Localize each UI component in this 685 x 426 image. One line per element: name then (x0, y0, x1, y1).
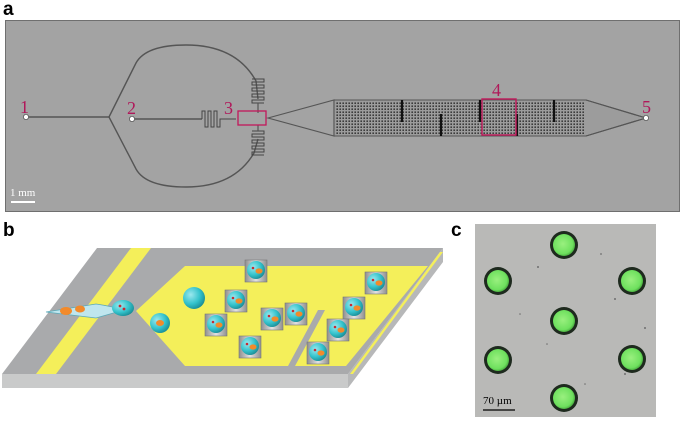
port-label-4: 4 (492, 80, 501, 100)
port-label-5: 5 (642, 97, 651, 117)
cell-in-channel-1 (60, 307, 72, 315)
panel-c-letter: c (451, 220, 462, 241)
trapped-droplet (284, 302, 308, 326)
chamber-divider (288, 310, 325, 366)
droplet (550, 307, 578, 335)
chamber-dividers (400, 100, 556, 136)
slab-front-face (2, 374, 348, 388)
panel-a-letter: a (3, 0, 14, 20)
chip-design-panel: 1 2 3 4 5 1 mm (5, 20, 680, 212)
trap-array (336, 101, 584, 135)
outlet-strip (350, 252, 443, 374)
outlet-taper-top (585, 99, 647, 119)
serpentine-resistor-top (251, 78, 265, 104)
cell-in-channel-2 (75, 305, 85, 313)
trapped-droplet (306, 341, 330, 365)
trapped-droplet (204, 313, 228, 337)
forming-droplet (112, 300, 134, 316)
trapped-droplet (244, 259, 268, 283)
microscopy-image-panel: 70 µm (475, 224, 656, 417)
outlet-taper-bottom (585, 117, 647, 137)
fluorescent-droplets (484, 231, 646, 412)
device-illustration-panel (0, 226, 446, 421)
free-droplet-1 (183, 287, 205, 309)
trap-highlight-box (481, 98, 517, 136)
port-label-2: 2 (127, 98, 136, 118)
port-1 (22, 114, 29, 121)
trapped-droplet (224, 289, 248, 313)
trapped-droplet (364, 271, 388, 295)
droplet (484, 267, 512, 295)
bead-marker (122, 307, 126, 311)
device-illustration (2, 248, 443, 388)
upper-loop-channel (108, 44, 259, 118)
droplet (484, 346, 512, 374)
droplet (550, 231, 578, 259)
panel-b-letter: b (3, 220, 15, 241)
cell-in-droplet (156, 320, 164, 326)
bead-marker (118, 304, 122, 308)
scale-bar-label-a: 1 mm (10, 187, 36, 199)
trapped-droplet (260, 307, 284, 331)
trapped-droplet (342, 296, 366, 320)
port-5 (643, 115, 650, 122)
droplet (618, 345, 646, 373)
scale-bar-label-c: 70 µm (483, 395, 512, 407)
trapped-droplet (326, 318, 350, 342)
junction-highlight-box (237, 110, 267, 126)
droplet (618, 267, 646, 295)
lower-loop-channel (108, 116, 259, 188)
serpentine-resistor-2 (201, 110, 236, 128)
trapped-droplets (204, 259, 388, 365)
microscopy-image: 70 µm (483, 231, 646, 412)
chip-schematic: 1 2 3 4 5 1 mm (10, 44, 651, 203)
port-label-3: 3 (224, 98, 233, 118)
trapped-droplet (238, 335, 262, 359)
serpentine-resistor-bottom (251, 130, 265, 156)
debris-specks (519, 253, 646, 385)
port-2 (129, 116, 136, 123)
inlet-taper (265, 99, 335, 137)
port-label-1: 1 (20, 97, 29, 117)
droplet (550, 384, 578, 412)
